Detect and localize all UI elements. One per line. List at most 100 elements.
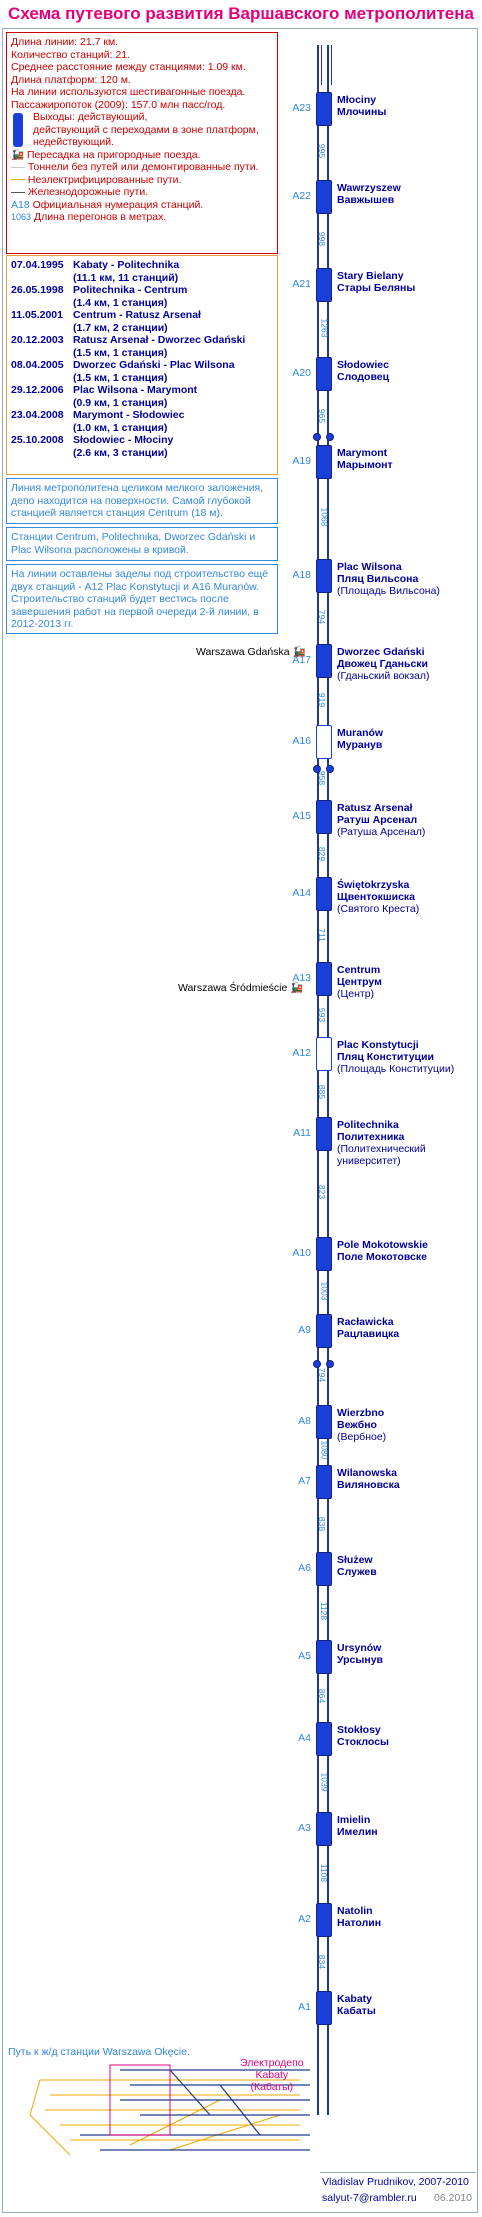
station-name-pl: Centrum [337,964,381,976]
history-route: Słodowiec - Młociny [73,434,174,446]
yellow-line-icon [11,179,25,181]
railway-line-icon [11,191,25,193]
note-curves: Станции Centrum, Politechnika, Dworzec G… [6,527,278,561]
station-name-pl: Pole Mokotowskie [337,1239,429,1251]
segment-length: 965 [317,408,328,424]
station-a16 [316,725,332,759]
station-name-ru: Кабаты [337,2005,376,2017]
track-tail-mid [321,45,322,85]
station-name-pl: Wawrzyszew [337,182,401,194]
history-route: Centrum - Ratusz Arsenał [73,309,201,321]
exit-symbol-icon [13,113,23,147]
station-a19 [316,445,332,479]
legend-stat-line: Количество станций: 21. [11,48,131,61]
station-name-ru: Млочины [337,106,387,118]
segment-length: 1263 [319,318,330,337]
station-name-ru: Имелин [337,1826,378,1838]
station-a4 [316,1722,332,1756]
history-route: Politechnika - Centrum [73,284,188,296]
legend-stat-line: Длина линии: 21.7 км. [11,36,119,48]
footer-author: Vladislav Prudnikov, 2007-2010 [322,2176,469,2188]
station-name-translation: (Святого Креста) [337,903,420,915]
station-a11 [316,1117,332,1151]
station-a18 [316,559,332,593]
legend-transfer: 🚂 Пересадка на пригородные поезда. [11,148,201,161]
segment-length: 1039 [319,1772,330,1792]
track-2 [327,45,329,2115]
train-icon: 🚂 [292,646,306,658]
station-a21 [316,268,332,302]
rail-srodmiescie: Warszawa Śródmieście 🚂 [178,982,304,994]
crossover-dot [326,433,334,441]
station-name-ru: Стоклосы [337,1736,389,1748]
station-a5 [316,1640,332,1674]
station-a9 [316,1314,332,1348]
station-name-ru: Пляц Вильсона [337,573,419,585]
station-code: A8 [298,1415,311,1427]
history-date: 11.05.2001 [11,309,63,321]
track-1 [317,45,319,2115]
station-name-translation: (Политехнический университет) [337,1143,426,1167]
legend-stats: Длина линии: 21.7 км.Количество станций:… [11,36,273,111]
segment-length: 823 [317,1184,328,1200]
station-name-ru: Натолин [337,1917,382,1929]
tunnel-line-icon [11,166,25,168]
station-code: A1 [298,2001,311,2013]
station-name-pl: Wilanowska [337,1467,398,1479]
station-code: A21 [292,278,311,290]
station-name-pl: Świętokrzyska [337,879,410,891]
history-detail: (0.9 км, 1 станция) [73,396,168,409]
track-tail-right [331,45,332,85]
segment-length: 838 [317,1516,328,1531]
legend-tunnels: Тоннели без путей или демонтированные пу… [11,161,273,174]
station-code: A3 [298,1822,311,1834]
segment-length: 829 [317,846,328,861]
legend-stat-line: На линии используются шестивагонные поез… [11,86,246,98]
station-code: A20 [292,367,311,379]
station-code: A15 [292,810,311,822]
station-name-ru: Политехника [337,1131,405,1143]
station-name-ru: Двожец Гданьски [337,658,428,670]
history-row: 23.04.2008 Marymont - Słodowiec [11,409,273,422]
station-name-ru: Поле Мокотовске [337,1251,427,1263]
station-name-ru: Марымонт [337,459,393,471]
station-name-ru: Виляновска [337,1479,400,1491]
segment-length: 711 [316,927,327,942]
station-code: A10 [292,1247,311,1259]
station-code: A2 [298,1913,311,1925]
segment-length: 834 [317,1954,328,1970]
station-name-translation: (Ратуша Арсенал) [337,826,426,838]
history-route: Kabaty - Politechnika [73,259,180,271]
legend-exits-2: действующий с переходами в зоне платформ… [33,123,259,136]
history-date: 23.04.2008 [11,409,64,421]
station-a20 [316,357,332,391]
page-title: Схема путевого развития Варшавского метр… [8,4,474,23]
station-name-ru: Вежбно [337,1419,377,1431]
segment-length: 794 [317,609,328,624]
train-icon: 🚂 [290,982,304,994]
segment-length: 919 [317,692,328,707]
station-name-pl: Racławicka [337,1316,394,1328]
station-name-pl: Ursynów [337,1642,382,1654]
station-code: A17 [292,654,311,666]
station-code: A19 [292,455,311,467]
segment-length: 864 [317,1688,328,1704]
history-route: Marymont - Słodowiec [73,409,185,421]
station-code: A13 [292,972,311,984]
history-route: Dworzec Gdański - Plac Wilsona [73,359,235,371]
history-detail: (2.6 км, 3 станции) [73,446,168,459]
station-a22 [316,180,332,214]
legend-stat-line: Длина платформ: 120 м. [11,73,131,86]
station-name-ru: Стары Беляны [337,282,416,294]
